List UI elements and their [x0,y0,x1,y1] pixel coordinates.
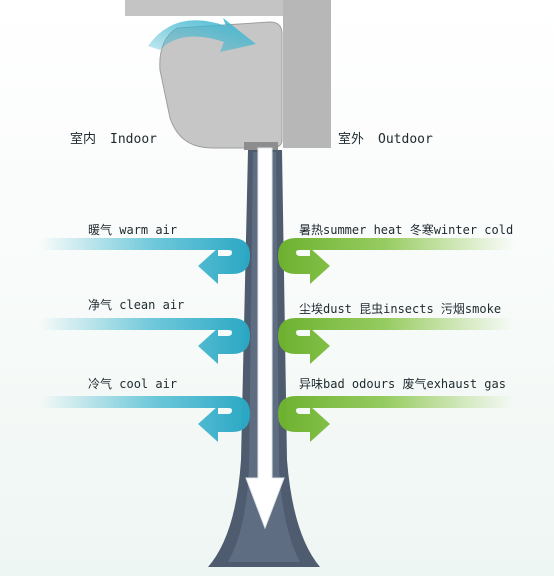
indoor-label-cn: 暖气 [88,223,113,237]
indoor-label-cn: 冷气 [88,377,113,391]
outdoor-label-pollutants: 尘埃dust 昆虫insects 污烟smoke [299,302,502,316]
outdoor-label-temperature: 暑热summer heat 冬寒winter cold [299,223,514,237]
outdoor-en: Outdoor [378,132,433,147]
indoor-label-cool: 冷气 cool air [88,375,177,392]
indoor-en: Indoor [110,132,157,147]
outdoor-arrow [278,396,514,442]
indoor-label-en: clean air [119,298,185,312]
indoor-label-en: warm air [119,223,178,237]
outdoor-arrow [278,238,514,284]
down-arrow-icon [245,147,285,530]
wall-structure [125,0,331,148]
indoor-arrow [40,238,250,284]
outdoor-zone-label: 室外 Outdoor [338,128,433,147]
curved-arrow-icon [148,18,256,52]
indoor-label-en: cool air [119,377,178,391]
indoor-arrow [40,396,250,442]
indoor-arrow [40,318,250,364]
indoor-label-warm: 暖气 warm air [88,221,177,238]
indoor-label-cn: 净气 [88,298,113,312]
indoor-label-clean: 净气 clean air [88,296,184,313]
outdoor-label-odours: 异味bad odours 废气exhaust gas [299,377,506,391]
outdoor-cn: 室外 [338,132,365,147]
indoor-zone-label: 室内 Indoor [70,128,157,147]
indoor-cn: 室内 [70,132,97,147]
indoor-unit [159,21,283,150]
outdoor-arrow [278,318,514,364]
